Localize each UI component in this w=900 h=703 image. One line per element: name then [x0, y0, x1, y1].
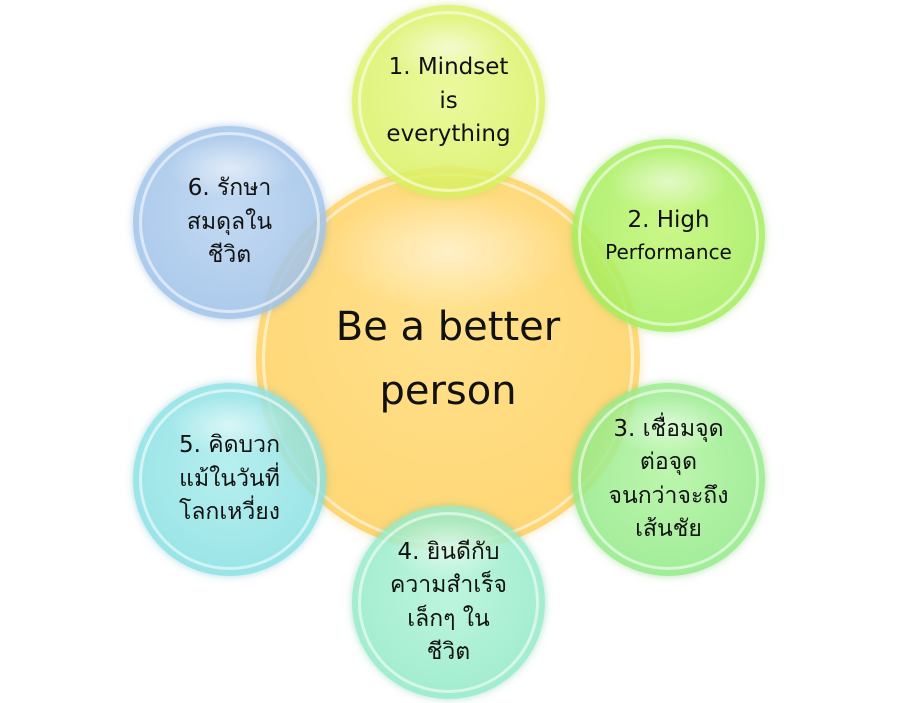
node-label-line: ชีวิต: [207, 242, 252, 269]
node-label-line: is: [439, 87, 458, 114]
node-label-line: เส้นชัย: [635, 515, 702, 542]
node-label: 2. High Performance: [605, 204, 732, 266]
node-label-line: ความสำเร็จ: [389, 572, 508, 599]
center-label-line: Be a better: [335, 304, 561, 350]
node-label: 5. คิดบวก แม้ในวันที่ โลกเหวี่ยง: [179, 429, 280, 529]
node-circle-connect-dots: 3. เชื่อมจุด ต่อจุด จนกว่าจะถึง เส้นชัย: [572, 383, 765, 576]
node-label: 3. เชื่อมจุด ต่อจุด จนกว่าจะถึง เส้นชัย: [609, 413, 729, 546]
node-circle-positive-thinking: 5. คิดบวก แม้ในวันที่ โลกเหวี่ยง: [133, 383, 326, 576]
node-label-line: จนกว่าจะถึง: [608, 482, 729, 509]
node-label-line: Performance: [605, 239, 732, 264]
node-label-line: ต่อจุด: [639, 449, 698, 476]
node-label-line: 4. ยินดีกับ: [397, 538, 500, 565]
node-circle-life-balance: 6. รักษา สมดุลใน ชีวิต: [133, 126, 326, 319]
node-label-line: 1. Mindset: [388, 54, 509, 81]
node-label-line: 3. เชื่อมจุด: [613, 415, 724, 442]
center-label-line: person: [379, 368, 517, 414]
node-label-line: แม้ในวันที่: [179, 465, 280, 492]
node-label: 4. ยินดีกับ ความสำเร็จ เล็กๆ ใน ชีวิต: [390, 536, 507, 669]
node-circle-high-performance: 2. High Performance: [572, 139, 765, 332]
node-label-line: everything: [386, 121, 511, 148]
node-label: 6. รักษา สมดุลใน ชีวิต: [187, 172, 272, 272]
node-label-line: โลกเหวี่ยง: [178, 499, 281, 526]
node-label-line: ชีวิต: [426, 638, 471, 665]
center-label: Be a better person: [336, 295, 560, 423]
node-label-line: 2. High: [627, 207, 710, 234]
node-label-line: สมดุลใน: [186, 208, 273, 235]
node-label-line: 5. คิดบวก: [178, 432, 281, 459]
node-label: 1. Mindset is everything: [386, 51, 510, 151]
node-label-line: เล็กๆ ใน: [407, 605, 490, 632]
node-circle-mindset: 1. Mindset is everything: [352, 5, 545, 198]
node-label-line: 6. รักษา: [187, 175, 272, 202]
node-circle-small-success: 4. ยินดีกับ ความสำเร็จ เล็กๆ ใน ชีวิต: [352, 506, 545, 699]
